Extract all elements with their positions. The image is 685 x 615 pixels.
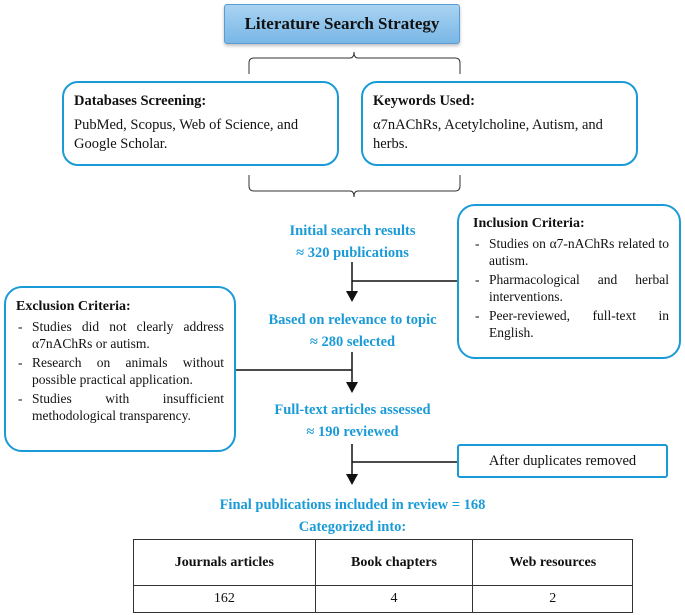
table-cell: 4 bbox=[314, 585, 474, 613]
title-box: Literature Search Strategy bbox=[224, 4, 460, 44]
table-cell: 2 bbox=[472, 585, 633, 613]
title-text: Literature Search Strategy bbox=[244, 14, 440, 33]
final-step: Final publications included in review = … bbox=[170, 494, 535, 538]
inclusion-item: Pharmacological and herbal interventions… bbox=[473, 271, 669, 305]
keywords-heading: Keywords Used: bbox=[373, 93, 475, 109]
fulltext-line-1: Full-text articles assessed bbox=[274, 402, 431, 418]
table-header: Journals articles bbox=[133, 539, 316, 586]
relevance-step: Based on relevance to topic ≈ 280 select… bbox=[220, 309, 485, 353]
table-row: 162 4 2 bbox=[133, 585, 633, 613]
table-header: Web resources bbox=[472, 539, 633, 586]
exclusion-criteria-box: Exclusion Criteria: Studies did not clea… bbox=[4, 286, 236, 452]
table-cell: 162 bbox=[133, 585, 316, 613]
databases-heading: Databases Screening: bbox=[74, 93, 207, 109]
inclusion-item: Peer-reviewed, full-text in English. bbox=[473, 307, 669, 341]
exclusion-item: Studies with insufficient methodological… bbox=[16, 390, 224, 424]
final-line-2: Categorized into: bbox=[298, 519, 407, 535]
duplicates-text: After duplicates removed bbox=[488, 452, 637, 469]
exclusion-list: Studies did not clearly address α7nAChRs… bbox=[16, 318, 224, 424]
duplicates-box: After duplicates removed bbox=[457, 444, 668, 478]
inclusion-criteria-box: Inclusion Criteria: Studies on α7-nAChRs… bbox=[457, 204, 681, 359]
fulltext-step: Full-text articles assessed ≈ 190 review… bbox=[220, 399, 485, 443]
keywords-text: α7nAChRs, Acetylcholine, Autism, and her… bbox=[373, 117, 603, 152]
relevance-line-2: ≈ 280 selected bbox=[309, 334, 396, 350]
final-line-1: Final publications included in review = … bbox=[219, 497, 486, 513]
databases-box: Databases Screening: PubMed, Scopus, Web… bbox=[62, 81, 339, 166]
fulltext-line-2: ≈ 190 reviewed bbox=[306, 424, 399, 440]
databases-text: PubMed, Scopus, Web of Science, and Goog… bbox=[74, 117, 299, 152]
initial-search-results: Initial search results ≈ 320 publication… bbox=[220, 220, 485, 264]
relevance-line-1: Based on relevance to topic bbox=[268, 312, 437, 328]
exclusion-item: Research on animals without possible pra… bbox=[16, 354, 224, 388]
initial-line-1: Initial search results bbox=[289, 223, 416, 239]
initial-line-2: ≈ 320 publications bbox=[296, 245, 409, 261]
table-header-row: Journals articles Book chapters Web reso… bbox=[133, 539, 633, 586]
exclusion-item: Studies did not clearly address α7nAChRs… bbox=[16, 318, 224, 352]
inclusion-heading: Inclusion Criteria: bbox=[473, 216, 585, 231]
keywords-box: Keywords Used: α7nAChRs, Acetylcholine, … bbox=[361, 81, 638, 166]
exclusion-heading: Exclusion Criteria: bbox=[16, 299, 131, 314]
results-table: Journals articles Book chapters Web reso… bbox=[133, 539, 633, 613]
inclusion-list: Studies on α7-nAChRs related to autism. … bbox=[473, 235, 669, 341]
table-header: Book chapters bbox=[314, 539, 474, 586]
inclusion-item: Studies on α7-nAChRs related to autism. bbox=[473, 235, 669, 269]
